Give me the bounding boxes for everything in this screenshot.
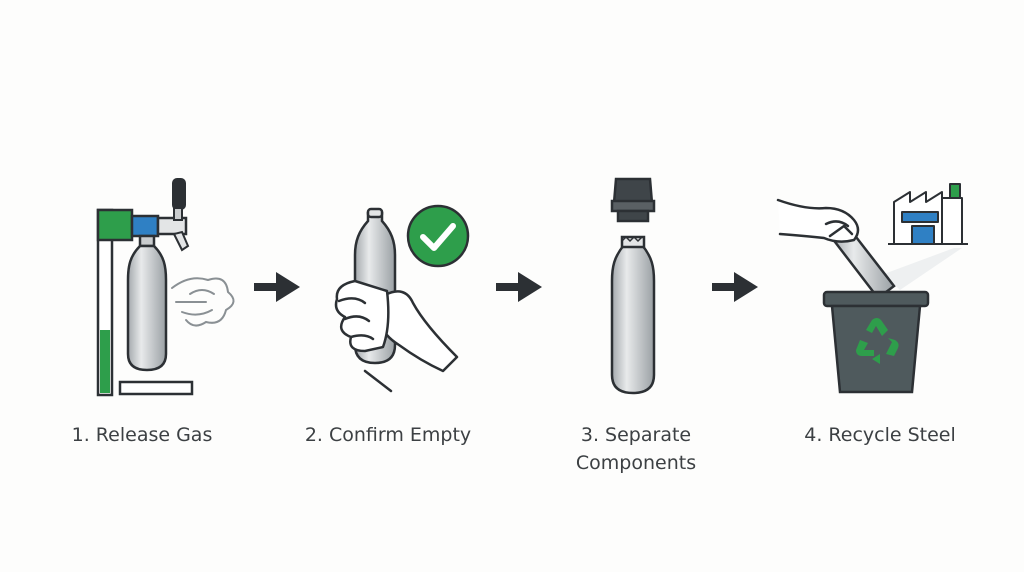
arrow-right-icon [712,272,758,302]
arrow-right-icon [496,272,542,302]
cartridge-body-icon [610,235,656,395]
hand-icon [776,198,860,243]
gas-cartridge-icon [126,234,168,372]
tap-icon [130,178,190,252]
gas-cloud-icon [171,277,235,327]
step-3-label-line-2: Components [575,452,697,474]
check-icon [406,204,470,268]
light-beam [884,248,962,290]
step-4-illustration [776,183,968,394]
recycle-icon [856,318,899,364]
recycling-bin-icon [822,290,930,394]
step-4-label: 4. Recycle Steel [804,424,956,446]
step-3-label-line-1: 3. Separate [580,424,692,446]
step-3-illustration [610,177,656,395]
step-1-illustration [96,178,235,397]
step-2-illustration [334,204,470,393]
hand-icon [334,279,459,393]
step-2-label: 2. Confirm Empty [304,424,472,446]
cap-icon [610,177,656,223]
step-1-label: 1. Release Gas [71,424,213,446]
arrow-right-icon [254,272,300,302]
factory-icon [888,183,968,245]
dispenser-stand-icon [96,208,194,397]
